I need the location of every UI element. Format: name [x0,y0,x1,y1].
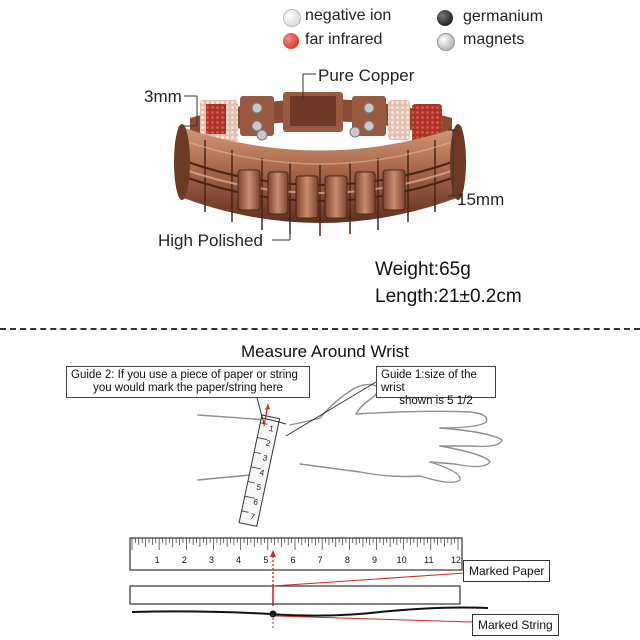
pure-copper-label: Pure Copper [318,66,415,85]
ruler-number: 3 [209,555,214,565]
bracelet-image [174,73,466,241]
ruler-number: 12 [451,555,461,565]
guide-1-line-1: Guide 1:size of the wrist [381,369,477,394]
tape-number: 5 [256,483,263,493]
marked-string-tag: Marked String [472,614,559,636]
tape-number: 2 [265,439,272,449]
guide-2-line-1: Guide 2: If you use a piece of paper or … [71,369,298,381]
tape-number: 7 [250,512,257,522]
far-infrared-panel [412,104,442,144]
legend-label-far-infrared: far infrared [305,31,383,48]
measure-title: Measure Around Wrist [241,342,409,361]
ruler-number: 10 [397,555,407,565]
marked-string [131,606,489,617]
negative-ion-dot-icon [283,9,301,27]
ruler-ticks [131,538,459,550]
ruler-number: 8 [345,555,350,565]
germanium-dot-icon [437,10,453,26]
width-label: 15mm [457,190,505,209]
tape-number: 3 [262,453,269,463]
marked-paper-tag: Marked Paper [463,560,551,582]
guide-1-line-2: shown is 5 1/2 [399,395,473,407]
guide-2-line-2: you would mark the paper/string here [93,382,283,394]
far-infrared-dot-icon [283,33,299,49]
magnets-dot-icon [437,33,455,51]
ruler-number: 5 [263,555,268,565]
ruler-number: 7 [318,555,323,565]
weight-spec: Weight:65g [375,259,471,280]
tape-number: 6 [253,497,260,507]
ruler-number: 9 [372,555,377,565]
thickness-label: 3mm [144,87,182,106]
legend-label-magnets: magnets [463,31,525,48]
ruler-number: 1 [155,555,160,565]
guide-2-box: Guide 2: If you use a piece of paper or … [66,366,310,398]
section-divider [0,328,640,330]
tape-number: 4 [259,468,266,478]
legend-label-negative-ion: negative ion [305,7,392,24]
ruler [129,537,463,571]
length-spec: Length:21±0.2cm [375,286,522,307]
tape-number: 1 [268,424,275,434]
high-polished-label: High Polished [158,231,263,250]
legend-label-germanium: germanium [463,8,544,25]
ruler-number: 2 [182,555,187,565]
marked-paper-strip [129,585,461,605]
guide-1-box: Guide 1:size of the wrist shown is 5 1/2 [376,366,496,407]
tape-numbers: 1 2 3 4 5 6 7 [250,424,275,522]
ruler-number: 11 [424,555,433,565]
ruler-number: 4 [236,555,241,565]
ruler-number: 6 [290,555,295,565]
